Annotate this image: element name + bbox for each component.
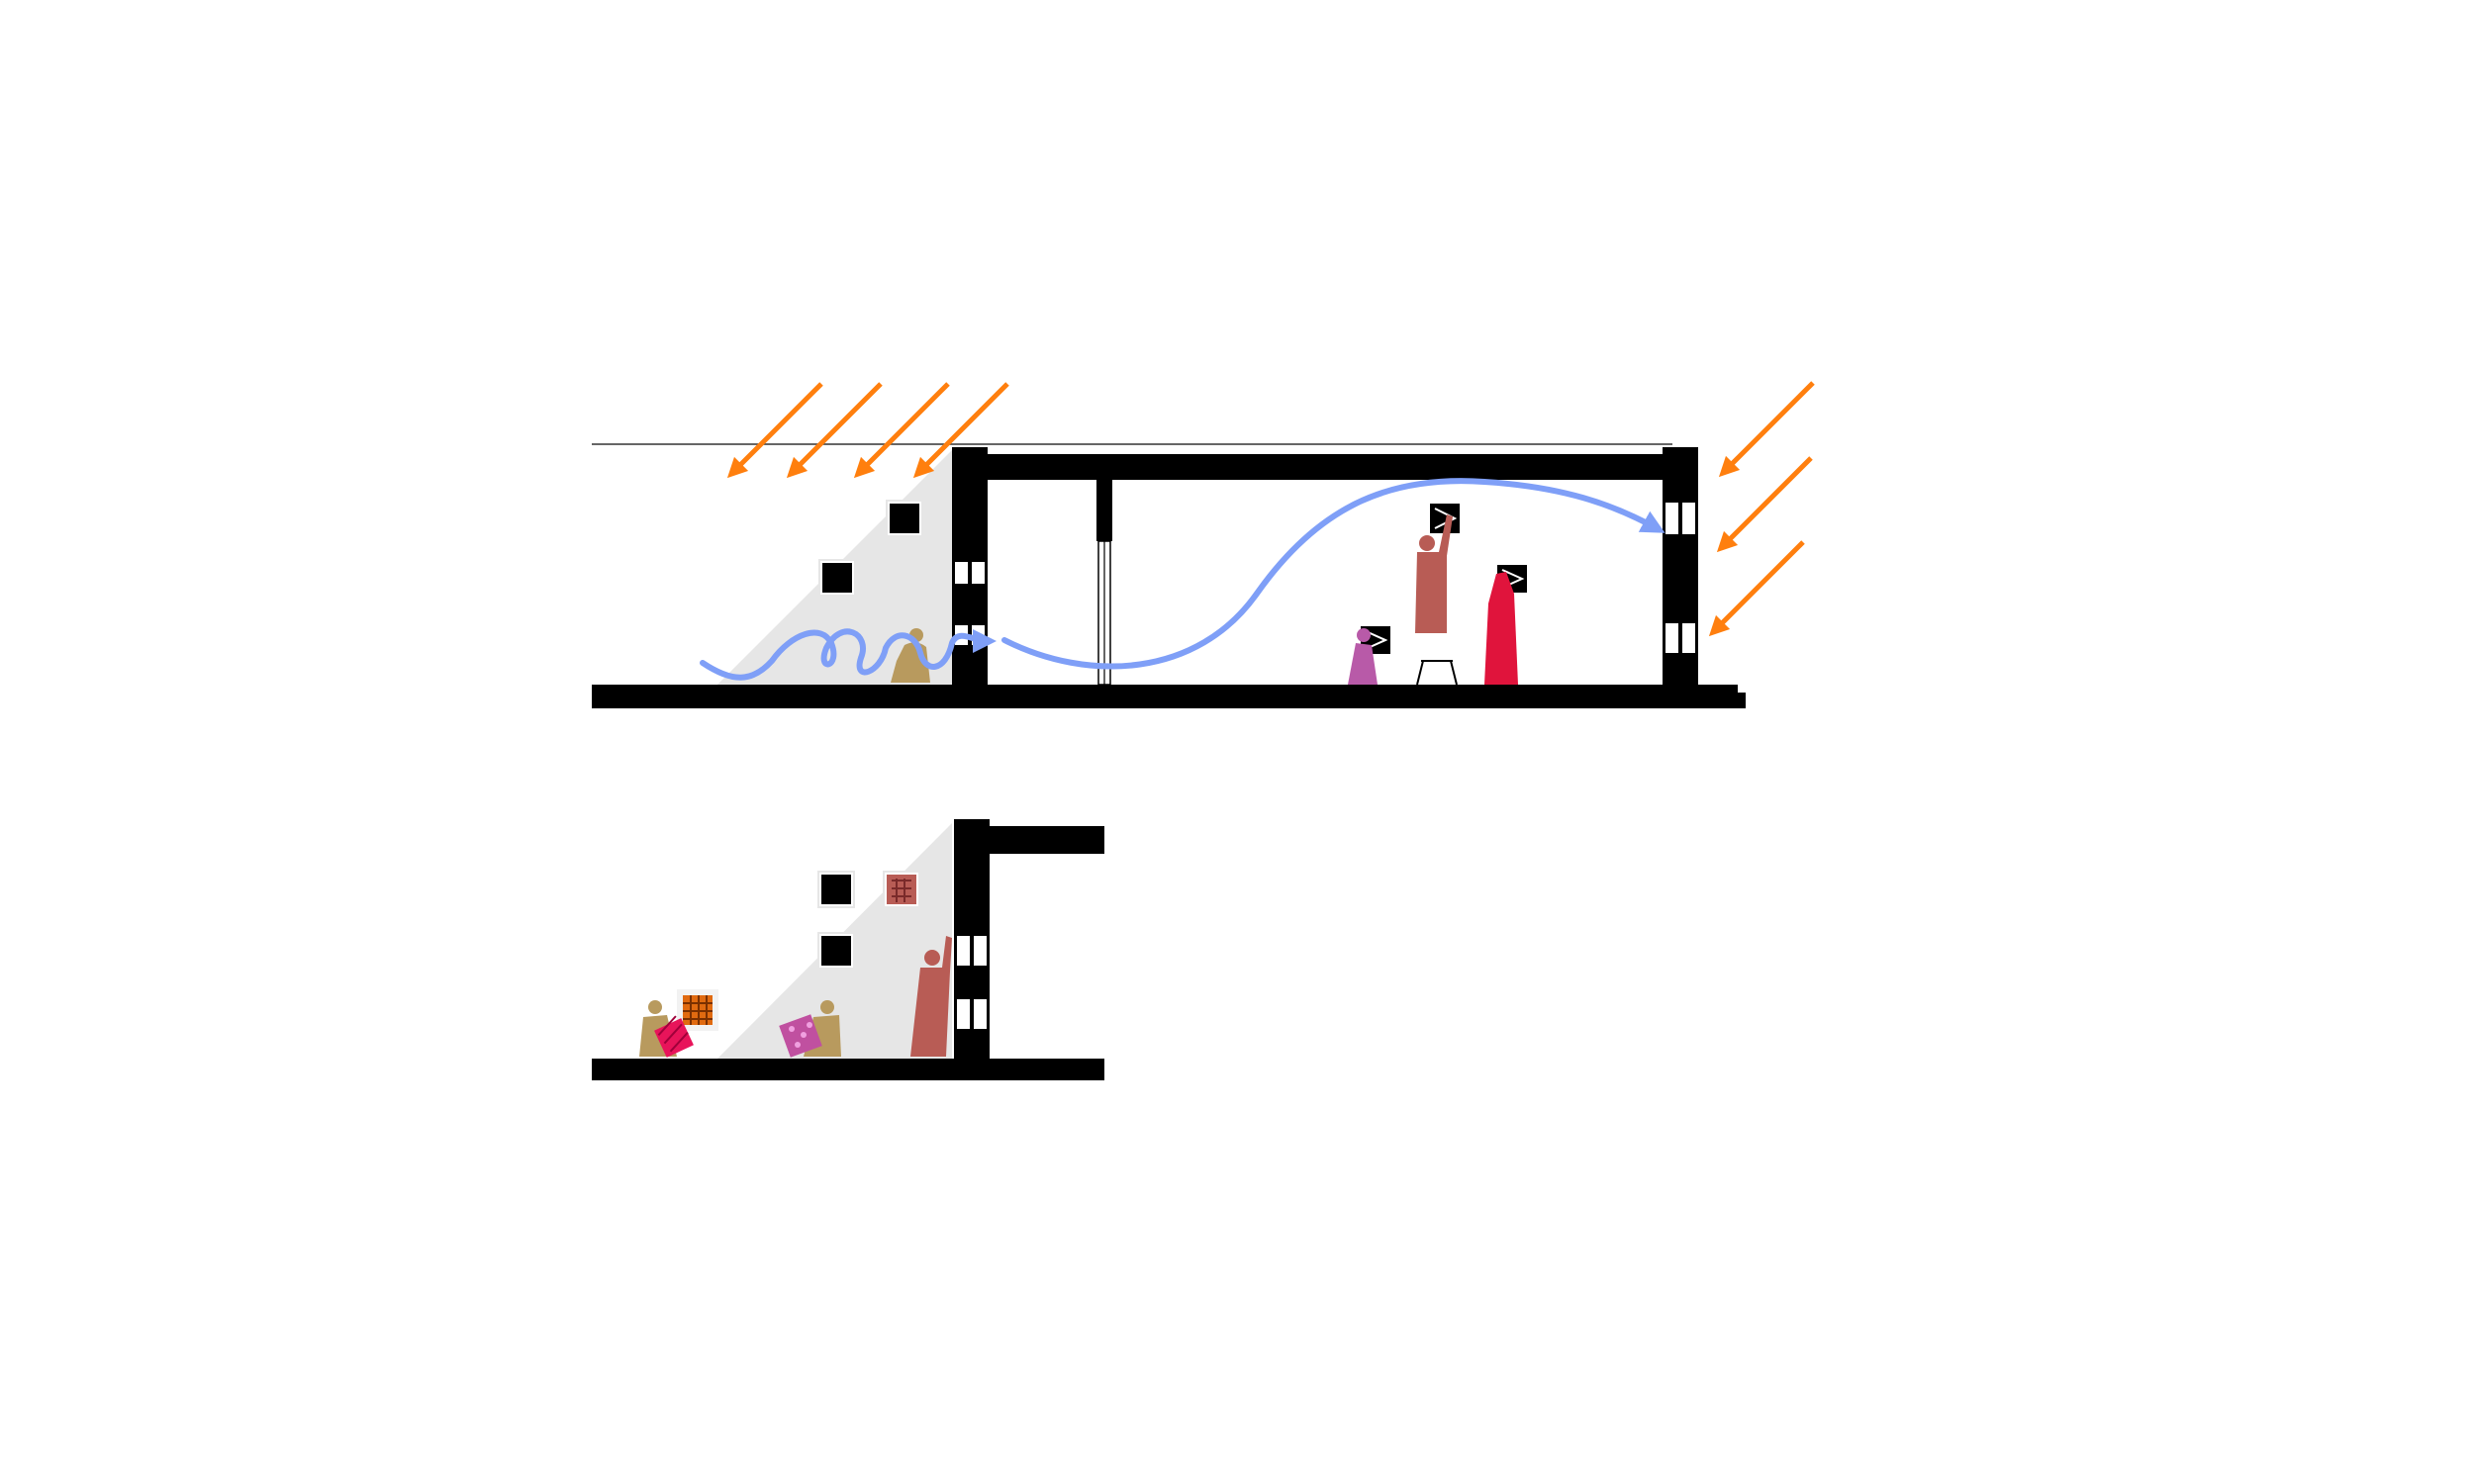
wall-vent-icon <box>957 999 987 1029</box>
upper-floor-slab <box>592 685 1738 708</box>
textile-icon <box>779 1014 822 1058</box>
sun-ray-arrow-icon <box>853 382 950 479</box>
sun-ray-arrow-icon <box>786 382 883 479</box>
wall-vent-icon <box>955 562 985 584</box>
framed-artwork-icon <box>817 932 855 970</box>
lower-roof-slab <box>990 826 1104 854</box>
stool <box>1416 660 1458 686</box>
airflow-wavy-arrow <box>700 628 997 681</box>
framed-artwork-icon <box>818 559 856 597</box>
framed-artwork-icon <box>817 871 855 908</box>
sun-ray-arrow-icon <box>1718 381 1815 478</box>
sun-ray-arrow-icon <box>726 382 823 479</box>
sun-ray-arrow-icon <box>1716 456 1813 553</box>
upper-floor-step <box>1682 693 1746 708</box>
wall-vent-icon <box>957 936 987 966</box>
framed-artwork-icon <box>886 500 923 537</box>
lower-roof-cap <box>954 819 966 823</box>
sun-ray-arrow-icon <box>1708 540 1805 637</box>
sun-rays <box>726 381 1815 637</box>
framed-artwork-icon <box>883 871 920 908</box>
interior-column <box>1096 480 1112 686</box>
upper-roof-slab <box>988 454 1670 480</box>
lower-section <box>592 819 1104 1080</box>
lower-floor-slab <box>592 1059 1104 1080</box>
wall-vent-icon <box>1665 503 1695 534</box>
person-silhouette-icon <box>910 936 952 1057</box>
upper-section <box>592 443 1746 708</box>
person-silhouette-icon <box>1484 572 1518 685</box>
person-silhouette-icon <box>1348 628 1378 685</box>
person-silhouette-icon <box>1415 514 1453 633</box>
wall-vent-icon <box>1665 623 1695 653</box>
airflow-curved-arrow <box>1001 478 1665 670</box>
sun-ray-arrow-icon <box>912 382 1009 479</box>
textile-icon <box>654 1015 694 1058</box>
